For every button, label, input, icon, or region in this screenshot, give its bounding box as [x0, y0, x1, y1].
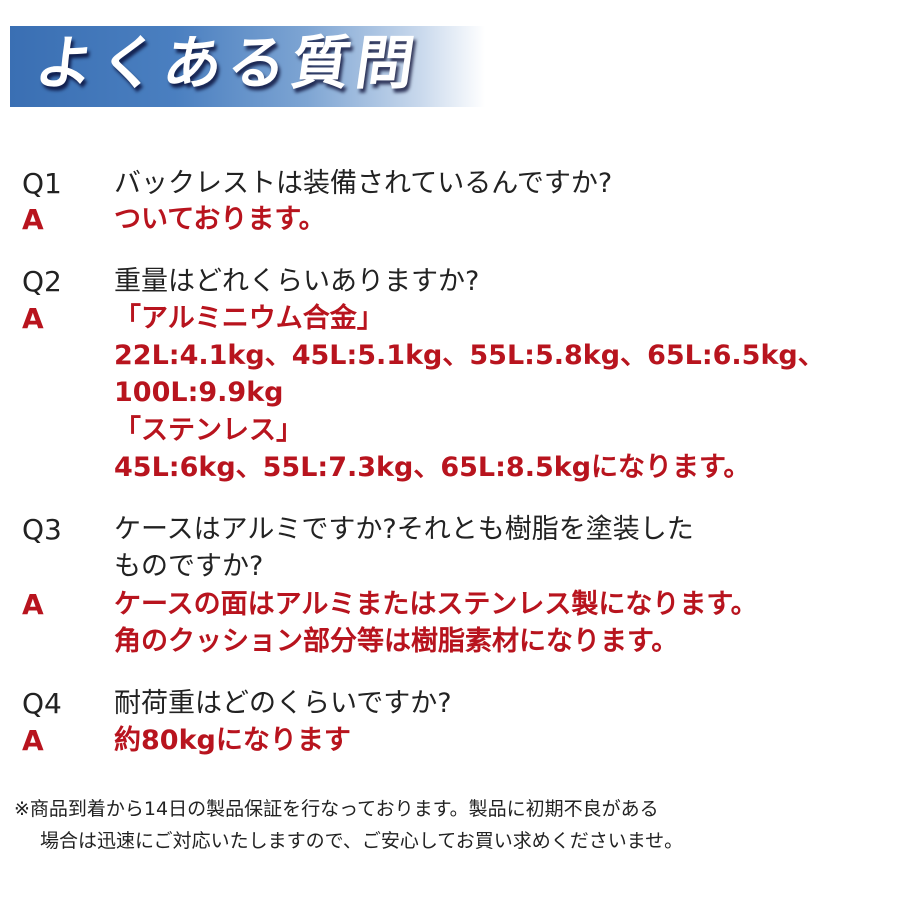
answer-text: 約80kgになります [114, 725, 351, 756]
faq-answer-3: A ケースの面はアルミまたはステンレス製になります。 [0, 587, 900, 623]
question-text: 耐荷重はどのくらいですか? [114, 688, 452, 719]
answer-text: 45L:6kg、55L:7.3kg、65L:8.5kgになります。 [114, 452, 751, 483]
question-label: Q2 [22, 265, 62, 298]
faq-question-3: Q3 ケースはアルミですか?それとも樹脂を塗装した [0, 512, 900, 548]
question-text: 重量はどれくらいありますか? [114, 266, 480, 297]
answer-label: A [22, 588, 44, 621]
answer-text: ついております。 [114, 204, 326, 235]
faq-answer-1: A ついております。 [0, 202, 900, 238]
question-label: Q1 [22, 167, 62, 200]
warranty-note-line-1: ※商品到着から14日の製品保証を行なっております。製品に初期不良がある [14, 798, 659, 820]
answer-text: 22L:4.1kg、45L:5.1kg、55L:5.8kg、65L:6.5kg、 [114, 340, 825, 371]
answer-text: 「ステンレス」 [114, 415, 303, 446]
answer-label: A [22, 724, 44, 757]
question-label: Q4 [22, 687, 62, 720]
faq-answer-4: A 約80kgになります [0, 723, 900, 759]
question-text: ケースはアルミですか?それとも樹脂を塗装した [114, 514, 694, 545]
answer-label: A [22, 203, 44, 236]
faq-answer-2: A 「アルミニウム合金」 [0, 301, 900, 337]
faq-answer-3-line-2: 角のクッション部分等は樹脂素材になります。 [0, 624, 900, 660]
warranty-note-line-2: 場合は迅速にご対応いたしますので、ご安心してお買い求めくださいませ。 [40, 830, 684, 852]
answer-text: 「アルミニウム合金」 [114, 303, 384, 334]
faq-question-3-line-2: ものですか? [0, 549, 900, 585]
page-title: よくある質問 [31, 29, 425, 97]
question-text: バックレストは装備されているんですか? [114, 168, 613, 199]
question-label: Q3 [22, 513, 62, 546]
faq-question-4: Q4 耐荷重はどのくらいですか? [0, 686, 900, 722]
faq-header-banner [10, 26, 670, 107]
question-text: ものですか? [114, 551, 264, 582]
answer-text: ケースの面はアルミまたはステンレス製になります。 [114, 589, 758, 620]
answer-text: 角のクッション部分等は樹脂素材になります。 [114, 626, 679, 657]
faq-answer-2-line-4: 「ステンレス」 [0, 413, 900, 449]
answer-text: 100L:9.9kg [114, 377, 284, 408]
faq-question-2: Q2 重量はどれくらいありますか? [0, 264, 900, 300]
faq-answer-2-line-3: 100L:9.9kg [0, 375, 900, 411]
faq-question-1: Q1 バックレストは装備されているんですか? [0, 166, 900, 202]
faq-answer-2-line-2: 22L:4.1kg、45L:5.1kg、55L:5.8kg、65L:6.5kg、 [0, 338, 900, 374]
faq-answer-2-line-5: 45L:6kg、55L:7.3kg、65L:8.5kgになります。 [0, 450, 900, 486]
answer-label: A [22, 302, 44, 335]
